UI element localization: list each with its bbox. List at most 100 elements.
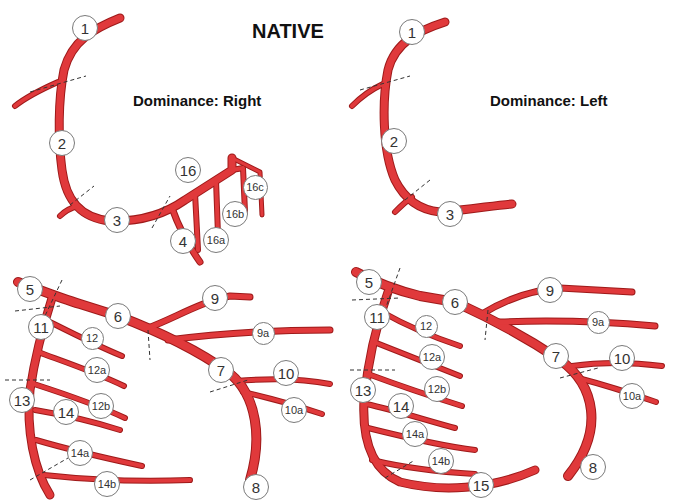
segment-number: 14: [58, 405, 75, 420]
segment-number: 9a: [257, 328, 269, 339]
segment-circle: 5: [17, 276, 43, 302]
segment-number: 16a: [207, 235, 225, 246]
segment-number: 12a: [423, 352, 441, 363]
vessel: [18, 282, 256, 480]
segment-number: 2: [58, 136, 66, 151]
segment-circle: 6: [105, 303, 131, 329]
segment-number: 9: [546, 283, 554, 298]
vessel-outline: [168, 330, 330, 340]
segment-number: 16: [180, 163, 197, 178]
segment-number: 10a: [285, 405, 303, 416]
segment-circle: 10: [609, 345, 635, 371]
segment-number: 16c: [246, 182, 264, 193]
segment-circle: 13: [350, 377, 376, 403]
vessel-outline: [18, 282, 256, 480]
vessel: [148, 296, 250, 328]
segment-number: 5: [26, 282, 34, 297]
segment-circle: 16b: [222, 201, 248, 227]
segment-number: 11: [33, 320, 49, 335]
segment-circle: 6: [442, 289, 468, 315]
segment-number: 8: [589, 460, 597, 475]
segment-number: 10: [278, 366, 295, 381]
segment-circle: 2: [49, 130, 75, 156]
segment-number: 1: [81, 21, 89, 36]
vessel-outline: [368, 374, 462, 406]
vessel: [374, 342, 460, 376]
segment-number: 12a: [88, 365, 106, 376]
segment-circle: 9: [537, 277, 563, 303]
vessel-outline: [500, 321, 655, 326]
vessel-outline: [38, 352, 124, 386]
segment-circle: 3: [437, 201, 463, 227]
dominance-label: Dominance: Left: [490, 92, 608, 109]
segment-number: 8: [252, 480, 260, 495]
dominance-label: Dominance: Right: [133, 92, 261, 109]
segment-number: 4: [179, 234, 187, 249]
segment-circle: 14b: [94, 471, 120, 497]
segment-number: 6: [451, 295, 459, 310]
segment-number: 9: [211, 291, 219, 306]
segment-circle: 12a: [419, 344, 445, 370]
vessel: [36, 440, 142, 466]
segment-circle: 10a: [281, 397, 307, 423]
vessel: [368, 428, 475, 450]
vessel: [59, 18, 232, 221]
vessel-outline: [352, 84, 383, 106]
segment-circle: 16: [175, 157, 201, 183]
segment-number: 14a: [406, 429, 424, 440]
vessel-outline: [36, 440, 142, 466]
segment-circle: 5: [356, 269, 382, 295]
segment-circle: 10a: [619, 383, 645, 409]
segment-number: 6: [114, 309, 122, 324]
vessel-outline: [356, 272, 591, 476]
segment-number: 11: [369, 310, 385, 325]
vessel: [372, 460, 475, 474]
segment-circle: 8: [580, 454, 606, 480]
segment-number: 3: [113, 213, 121, 228]
segment-circle: 12: [415, 315, 438, 338]
segment-circle: 15: [468, 472, 494, 498]
vessel: [368, 374, 462, 406]
segment-circle: 4: [170, 228, 196, 254]
segment-circle: 12b: [424, 376, 450, 402]
title: NATIVE: [252, 20, 324, 43]
vessel: [356, 272, 591, 476]
segment-number: 7: [217, 363, 225, 378]
segment-number: 7: [552, 349, 560, 364]
segment-number: 12: [420, 321, 432, 332]
vessel: [384, 22, 512, 212]
segment-circle: 13: [9, 387, 35, 413]
vessel: [500, 321, 655, 326]
segment-number: 5: [365, 275, 373, 290]
segment-number: 16b: [226, 209, 244, 220]
vessel: [352, 84, 383, 106]
segment-number: 12b: [92, 401, 110, 412]
vessel: [60, 206, 78, 216]
segment-number: 3: [446, 207, 454, 222]
vessel: [168, 330, 330, 340]
segment-number: 10: [614, 351, 631, 366]
segment-number: 1: [408, 25, 416, 40]
vessel-outline: [382, 312, 460, 346]
vessel-outline: [59, 18, 232, 221]
segment-circle: 7: [543, 343, 569, 369]
segment-circle: 11: [28, 314, 54, 340]
segment-circle: 12: [81, 327, 104, 350]
segment-circle: 12b: [88, 393, 114, 419]
segment-number: 14a: [71, 448, 89, 459]
segment-number: 9a: [592, 317, 604, 328]
segment-number: 14b: [432, 456, 450, 467]
segment-circle: 16c: [243, 175, 268, 200]
vessel-outline: [60, 206, 78, 216]
segment-circle: 14b: [428, 448, 454, 474]
vessel-outline: [384, 22, 512, 212]
segment-circle: 8: [243, 474, 269, 500]
segment-number: 12: [86, 333, 98, 344]
segment-number: 10a: [623, 391, 641, 402]
segment-circle: 1: [399, 19, 425, 45]
segment-circle: 14a: [67, 440, 93, 466]
segment-number: 14b: [98, 479, 116, 490]
segment-circle: 7: [208, 357, 234, 383]
